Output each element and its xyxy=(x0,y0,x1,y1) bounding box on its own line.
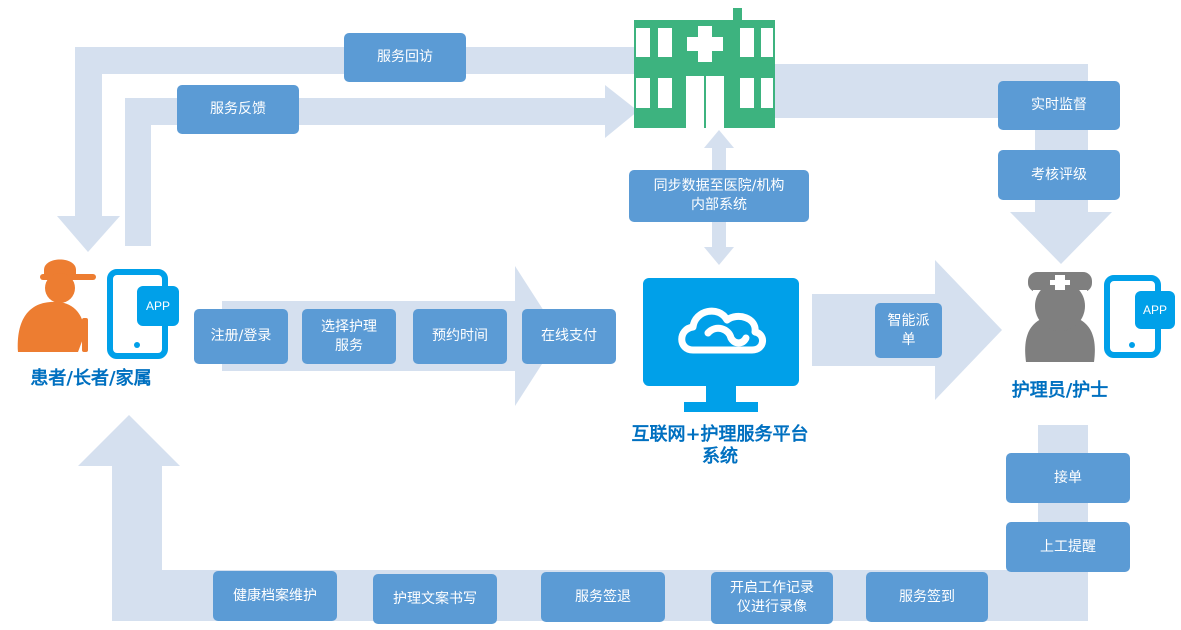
sync-arrow-head-up xyxy=(704,130,734,148)
select-service-box: 选择护理 服务 xyxy=(302,309,396,364)
hospital-icon xyxy=(634,8,775,128)
revisit-arrow-head xyxy=(57,216,120,252)
service-revisit-box: 服务回访 xyxy=(344,33,466,82)
patient-label: 患者/长者/家属 xyxy=(30,368,152,389)
accept-order-box: 接单 xyxy=(1006,453,1130,503)
service-feedback-box: 服务反馈 xyxy=(177,85,299,134)
sync-arrow-head-down xyxy=(704,247,734,265)
cloud-icon xyxy=(678,307,766,354)
service-signout-box: 服务签退 xyxy=(541,572,665,622)
feedback-arrow-head xyxy=(605,85,638,138)
platform-monitor-icon xyxy=(643,278,799,412)
revisit-arrow-vertical xyxy=(75,47,102,222)
smart-dispatch-box: 智能派 单 xyxy=(875,303,942,358)
service-signin-box: 服务签到 xyxy=(866,572,988,622)
sync-data-box: 同步数据至医院/机构 内部系统 xyxy=(629,170,809,222)
work-reminder-box: 上工提醒 xyxy=(1006,522,1130,572)
elderly-person-icon xyxy=(17,259,96,352)
monitor-arrow-head xyxy=(1010,212,1112,264)
dispatch-arrow-head xyxy=(935,260,1002,400)
online-payment-box: 在线支付 xyxy=(522,309,616,364)
nurse-app-badge: APP xyxy=(1143,303,1167,317)
health-record-box: 健康档案维护 xyxy=(213,571,337,621)
service-arrow-left xyxy=(112,462,162,621)
realtime-monitor-box: 实时监督 xyxy=(998,81,1120,130)
patient-phone-icon xyxy=(107,269,179,359)
care-document-box: 护理文案书写 xyxy=(373,574,497,624)
patient-app-badge: APP xyxy=(146,299,170,313)
service-arrow-head xyxy=(78,415,180,466)
nurse-label: 护理员/护士 xyxy=(1011,380,1109,401)
start-recording-box: 开启工作记录 仪进行录像 xyxy=(711,572,833,624)
nurse-icon xyxy=(1025,272,1095,362)
platform-label: 互联网+护理服务平台 系统 xyxy=(631,424,809,467)
register-login-box: 注册/登录 xyxy=(194,309,288,364)
assessment-rating-box: 考核评级 xyxy=(998,150,1120,200)
nurse-phone-icon xyxy=(1104,275,1175,358)
book-time-box: 预约时间 xyxy=(413,309,507,364)
